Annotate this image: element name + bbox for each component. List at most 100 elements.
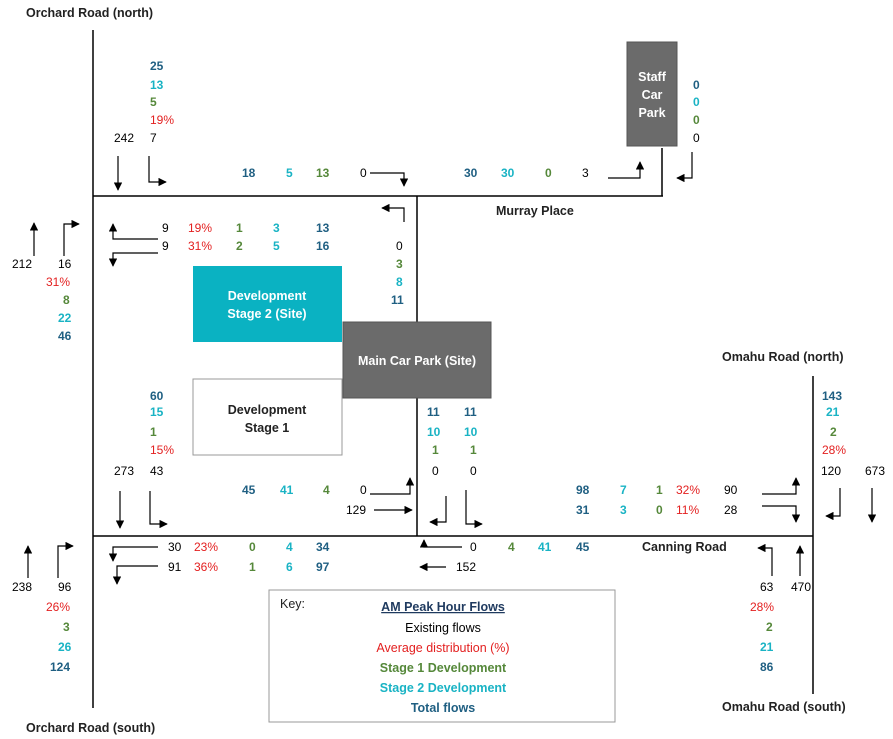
flow-value-stage1: 3 (63, 620, 70, 634)
arrow-murray-to-staff-car-park (608, 161, 645, 179)
flow-value-stage2: 3 (620, 503, 627, 517)
flow-value-stage2: 6 (286, 560, 293, 574)
flow-value-stage1: 0 (693, 113, 700, 127)
road-label-orchard-north: Orchard Road (north) (26, 6, 153, 20)
staff-car-park-label-3: Park (638, 106, 665, 120)
flow-value-existing: 0 (360, 483, 367, 497)
flow-value-distribution: 36% (194, 560, 218, 574)
development-stage1: Development Stage 1 (192, 378, 343, 456)
road-label-murray-place: Murray Place (496, 204, 574, 218)
flow-value-total: 31 (576, 503, 590, 517)
arrow-murray-to-site-access (370, 172, 409, 187)
stage2-label-2: Stage 2 (Site) (227, 307, 306, 321)
flow-value-stage2: 22 (58, 311, 72, 325)
flow-value-stage2: 5 (273, 239, 280, 253)
flow-value-total: 124 (50, 660, 70, 674)
flow-value-stage1: 1 (236, 221, 243, 235)
flow-value-existing: 273 (114, 464, 134, 478)
key-stage2-development: Stage 2 Development (380, 681, 507, 695)
arrow-canning-to-omahu-south (762, 505, 801, 523)
movement-arrows (23, 152, 877, 585)
arrow-car-park-exit-right (465, 490, 483, 529)
staff-car-park-label-1: Staff (638, 70, 667, 84)
flow-value-existing: 9 (162, 221, 169, 235)
arrow-orchard-mid-left-canning (149, 491, 168, 529)
flow-value-existing: 0 (360, 166, 367, 180)
flow-value-total: 45 (576, 540, 590, 554)
flow-value-existing: 63 (760, 580, 774, 594)
flow-value-total: 46 (58, 329, 72, 343)
flow-value-stage1: 8 (63, 293, 70, 307)
flow-value-existing: 7 (150, 131, 157, 145)
flow-value-stage2: 5 (286, 166, 293, 180)
flow-value-distribution: 31% (46, 275, 70, 289)
key-existing-flows: Existing flows (405, 621, 481, 635)
flow-value-distribution: 31% (188, 239, 212, 253)
flow-value-stage1: 0 (545, 166, 552, 180)
arrow-canning-to-car-park-upper (370, 477, 415, 495)
flow-value-existing: 91 (168, 560, 182, 574)
main-car-park-label: Main Car Park (Site) (358, 354, 476, 368)
flow-value-total: 11 (391, 293, 404, 307)
staff-car-park-label-2: Car (642, 88, 663, 102)
road-network (92, 30, 814, 708)
flow-value-distribution: 19% (188, 221, 212, 235)
flow-value-existing: 30 (168, 540, 182, 554)
flow-value-total: 143 (822, 389, 842, 403)
flow-value-existing: 470 (791, 580, 811, 594)
flow-value-existing: 90 (724, 483, 738, 497)
flow-value-existing: 152 (456, 560, 476, 574)
road-label-omahu-north: Omahu Road (north) (722, 350, 844, 364)
flow-value-total: 11 (464, 405, 477, 419)
flow-value-stage1: 1 (249, 560, 256, 574)
flow-value-existing: 238 (12, 580, 32, 594)
stage2-label-1: Development (228, 289, 307, 303)
flow-value-total: 0 (693, 78, 700, 92)
flow-value-stage1: 2 (766, 620, 773, 634)
flow-value-total: 13 (316, 221, 330, 235)
flow-value-stage1: 1 (656, 483, 663, 497)
arrow-omahu-north-right-canning (825, 488, 841, 521)
flow-value-stage2: 4 (286, 540, 293, 554)
flow-value-stage1: 4 (508, 540, 515, 554)
flow-value-total: 98 (576, 483, 590, 497)
arrow-omahu-south-left (757, 543, 773, 576)
flow-value-stage2: 15 (150, 405, 164, 419)
flow-value-total: 25 (150, 59, 164, 73)
flow-value-stage1: 2 (830, 425, 837, 439)
flow-value-existing: 212 (12, 257, 32, 271)
flow-value-stage2: 3 (273, 221, 280, 235)
flow-value-existing: 3 (582, 166, 589, 180)
arrow-car-park-exit-left (429, 496, 447, 527)
flow-value-total: 30 (464, 166, 478, 180)
arrow-staff-car-park-exit (676, 152, 693, 183)
flow-value-existing: 0 (396, 239, 403, 253)
flow-value-distribution: 15% (150, 443, 174, 457)
flow-value-stage1: 1 (150, 425, 157, 439)
flow-value-existing: 0 (432, 464, 439, 478)
key-legend: Key: AM Peak Hour Flows Existing flows A… (268, 589, 616, 723)
stage1-label-1: Development (228, 403, 307, 417)
key-stage1-development: Stage 1 Development (380, 661, 507, 675)
arrow-canning-wb-to-orchard-south (112, 565, 158, 585)
flow-value-existing: 96 (58, 580, 72, 594)
flow-value-stage1: 0 (656, 503, 663, 517)
road-label-orchard-south: Orchard Road (south) (26, 721, 155, 735)
flow-value-stage1: 3 (396, 257, 403, 271)
flow-value-distribution: 28% (750, 600, 774, 614)
flow-value-total: 34 (316, 540, 330, 554)
key-title: AM Peak Hour Flows (381, 600, 505, 614)
flow-value-total: 18 (242, 166, 256, 180)
stage1-label-2: Stage 1 (245, 421, 290, 435)
flow-value-existing: 0 (470, 464, 477, 478)
flow-value-distribution: 11% (676, 503, 699, 517)
flow-value-stage1: 5 (150, 95, 157, 109)
flow-value-stage2: 41 (280, 483, 294, 497)
flow-value-stage2: 0 (693, 95, 700, 109)
arrow-canning-wb-to-orchard-north (108, 546, 158, 562)
flow-value-stage1: 0 (249, 540, 256, 554)
arrow-murray-to-orchard-south (108, 252, 158, 267)
road-labels: Orchard Road (north) Orchard Road (south… (26, 6, 846, 735)
